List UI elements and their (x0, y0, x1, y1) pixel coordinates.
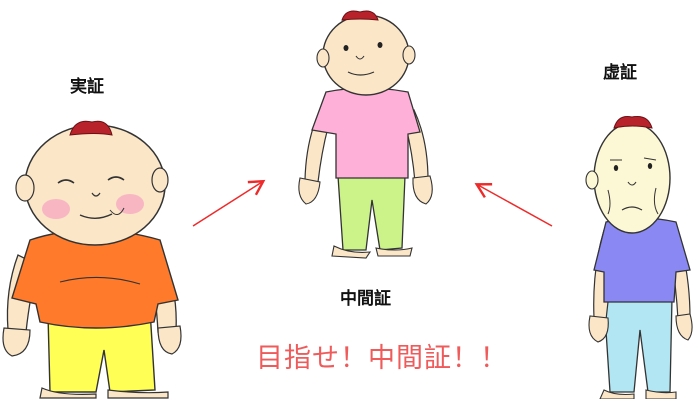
figure-deficiency-head (593, 122, 671, 234)
figure-balanced-hair (341, 10, 379, 21)
arrow-excess-to-balanced (192, 179, 266, 227)
label-balanced-pattern: 中間証 (340, 289, 391, 309)
figure-deficiency (585, 116, 693, 399)
figure-excess-left-hand (2, 327, 31, 357)
figure-balanced-shirt (311, 87, 421, 179)
figure-balanced-pants (337, 175, 406, 251)
figure-excess-hair (69, 120, 113, 136)
slogan-text: 目指せ！中間証！！ (256, 343, 508, 374)
figure-excess-cheek (42, 199, 70, 219)
figure-excess (2, 120, 182, 399)
figure-deficiency-hair (613, 116, 653, 129)
figure-excess-head (24, 124, 166, 246)
label-deficiency-pattern: 虚証 (603, 63, 637, 83)
figure-balanced (298, 10, 433, 259)
figure-balanced-head (322, 14, 410, 96)
figure-excess-feet (39, 387, 169, 399)
label-excess-pattern: 実証 (70, 77, 104, 97)
figure-deficiency-pants (603, 297, 673, 393)
arrow-deficiency-to-balanced (474, 183, 553, 227)
figure-excess-right-hand (157, 325, 182, 355)
